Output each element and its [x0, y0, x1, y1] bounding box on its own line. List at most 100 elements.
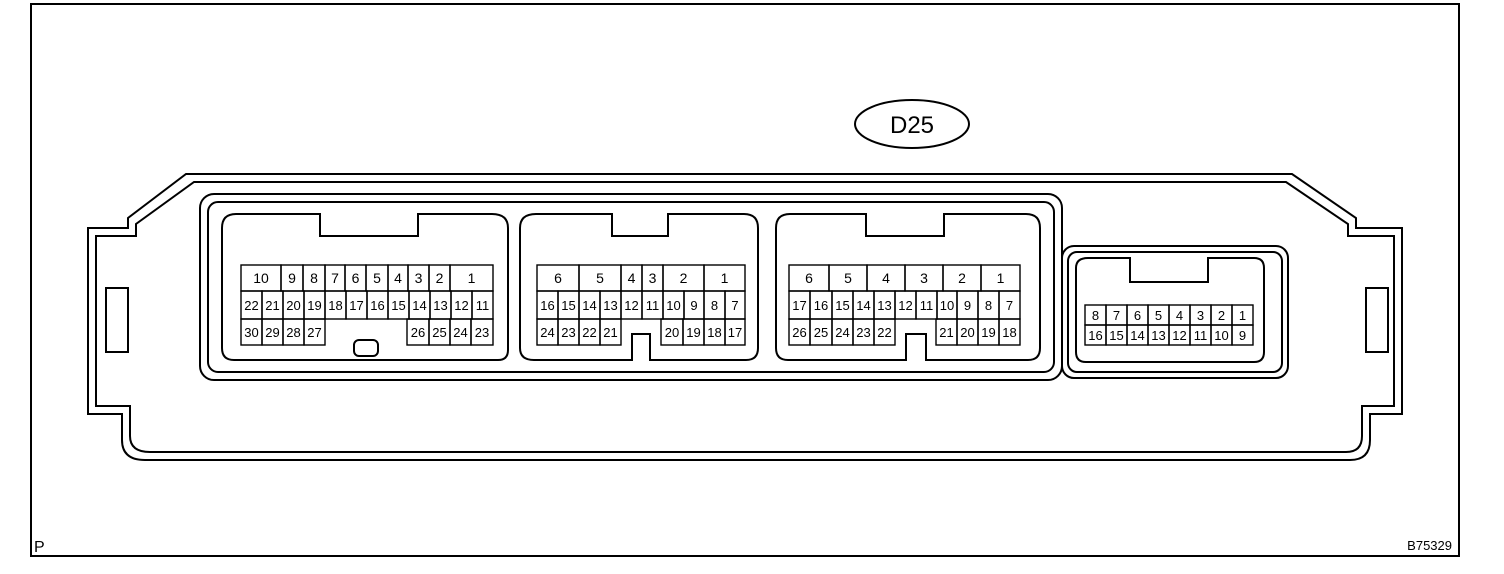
- pin-cell: 28: [282, 318, 305, 346]
- pin-cell: 1: [980, 264, 1021, 292]
- pin-number: 1: [1239, 308, 1246, 323]
- pin-cell: 14: [408, 290, 431, 320]
- pin-number: 10: [666, 298, 680, 313]
- pin-cell: 3: [641, 264, 664, 292]
- pin-cell: 5: [828, 264, 868, 292]
- pin-number: 15: [835, 298, 849, 313]
- pin-cell: 9: [1231, 324, 1254, 346]
- pin-cell: 27: [303, 318, 326, 346]
- pin-number: 17: [792, 298, 806, 313]
- pin-cell: 18: [703, 318, 726, 346]
- pin-cell: 7: [324, 264, 346, 292]
- pin-number: 12: [898, 298, 912, 313]
- pin-number: 5: [1155, 308, 1162, 323]
- pin-number: 19: [981, 325, 995, 340]
- pin-number: 16: [814, 298, 828, 313]
- pin-cell: 4: [866, 264, 906, 292]
- pin-number: 6: [352, 270, 360, 286]
- pin-cell: 25: [428, 318, 451, 346]
- pin-number: 26: [792, 325, 806, 340]
- pin-number: 4: [394, 270, 402, 286]
- pin-number: 16: [1088, 328, 1102, 343]
- pin-cell: 14: [1126, 324, 1149, 346]
- pin-number: 25: [432, 325, 446, 340]
- pin-number: 13: [433, 298, 447, 313]
- pin-number: 20: [960, 325, 974, 340]
- pin-number: 6: [805, 270, 813, 286]
- pin-cell: 16: [536, 290, 559, 320]
- pin-cell: 18: [324, 290, 347, 320]
- pin-number: 7: [1113, 308, 1120, 323]
- pin-number: 1: [721, 270, 729, 286]
- pin-cell: 12: [620, 290, 643, 320]
- connector-id-label: D25: [890, 112, 934, 139]
- pin-number: 29: [265, 325, 279, 340]
- pin-number: 5: [373, 270, 381, 286]
- pin-cell: 4: [620, 264, 643, 292]
- pin-number: 11: [646, 298, 660, 313]
- pin-number: 19: [686, 325, 700, 340]
- pin-number: 14: [412, 298, 426, 313]
- connector-id-ellipse: [854, 99, 970, 149]
- pin-cell: 11: [641, 290, 664, 320]
- pin-cell: 24: [831, 318, 854, 346]
- pin-cell: 18: [998, 318, 1021, 346]
- pin-cell: 17: [788, 290, 811, 320]
- pin-number: 11: [1194, 328, 1208, 343]
- pin-cell: 26: [788, 318, 811, 346]
- pin-cell: 6: [1126, 304, 1149, 326]
- pin-cell: 13: [1147, 324, 1170, 346]
- pin-number: 9: [1239, 328, 1246, 343]
- pin-number: 30: [244, 325, 258, 340]
- pin-cell: 25: [809, 318, 833, 346]
- pin-number: 26: [411, 325, 425, 340]
- pin-cell: 7: [998, 290, 1021, 320]
- pin-number: 21: [939, 325, 953, 340]
- pin-number: 18: [328, 298, 342, 313]
- pin-cell: 20: [660, 318, 684, 346]
- pin-cell: 30: [240, 318, 263, 346]
- pin-cell: 1: [449, 264, 494, 292]
- pin-cell: 19: [303, 290, 326, 320]
- pin-cell: 11: [915, 290, 938, 320]
- pin-number: 18: [1002, 325, 1016, 340]
- diagram-frame: [30, 3, 1460, 557]
- pin-cell: 15: [1105, 324, 1128, 346]
- pin-number: 13: [603, 298, 617, 313]
- pin-number: 23: [856, 325, 870, 340]
- pin-number: 18: [707, 325, 721, 340]
- pin-cell: 8: [703, 290, 726, 320]
- pin-cell: 20: [956, 318, 979, 346]
- pin-number: 20: [286, 298, 300, 313]
- pin-number: 17: [349, 298, 363, 313]
- pin-number: 7: [1006, 298, 1013, 313]
- pin-cell: 3: [407, 264, 430, 292]
- pin-cell: 12: [450, 290, 473, 320]
- pin-number: 15: [391, 298, 405, 313]
- pin-cell: 9: [280, 264, 304, 292]
- pin-number: 11: [476, 298, 490, 313]
- pin-cell: 19: [682, 318, 705, 346]
- pin-number: 16: [370, 298, 384, 313]
- pin-cell-box: [998, 318, 1021, 346]
- pin-number: 5: [844, 270, 852, 286]
- pin-cell: 5: [365, 264, 389, 292]
- pin-cell: 8: [1084, 304, 1107, 326]
- pin-cell: 6: [788, 264, 830, 292]
- pin-number: 19: [307, 298, 321, 313]
- pin-cell: 2: [942, 264, 982, 292]
- pin-number: 3: [649, 270, 657, 286]
- pin-cell: 11: [1189, 324, 1212, 346]
- pin-cell: 12: [894, 290, 917, 320]
- pin-cell-box: [1231, 324, 1254, 346]
- pin-cell: 23: [470, 318, 494, 346]
- pin-cell: 16: [366, 290, 389, 320]
- pin-number: 24: [540, 325, 554, 340]
- pin-cell: 16: [1084, 324, 1107, 346]
- pin-number: 22: [244, 298, 258, 313]
- pin-cell: 10: [240, 264, 282, 292]
- pin-number: 8: [310, 270, 318, 286]
- pin-number: 9: [288, 270, 296, 286]
